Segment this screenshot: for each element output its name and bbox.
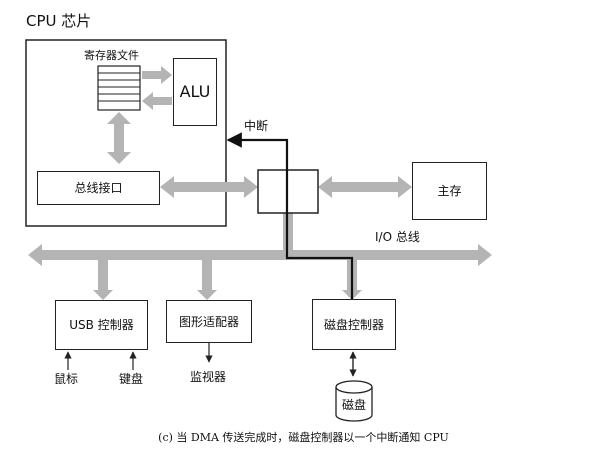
graphics-adapter-label: 图形适配器 (178, 314, 239, 329)
usb-controller-box: USB 控制器 (55, 300, 148, 350)
io-bus-label: I/O 总线 (375, 230, 420, 244)
graphics-drop-arrow (197, 258, 217, 300)
bus-interface-box: 总线接口 (37, 171, 160, 205)
usb-drop-arrow (93, 258, 113, 300)
regfile-to-alu-arrow (142, 66, 172, 84)
bus-interface-label: 总线接口 (74, 181, 123, 195)
usb-controller-label: USB 控制器 (69, 318, 134, 332)
alu-label: ALU (179, 82, 211, 101)
register-file-stack (97, 65, 141, 111)
disk-controller-box: 磁盘控制器 (312, 299, 396, 350)
alu-to-regfile-arrow (142, 92, 172, 110)
disk-cylinder (335, 380, 373, 422)
keyboard-label: 键盘 (119, 372, 144, 386)
cpu-chip-outline (25, 39, 227, 227)
system-bus-arrow (160, 176, 258, 198)
interrupt-label: 中断 (244, 119, 269, 133)
disk-label: 磁盘 (342, 398, 367, 412)
regfile-bus-interface-arrow (107, 112, 131, 164)
main-memory-box: 主存 (412, 162, 487, 220)
alu-box: ALU (173, 58, 217, 126)
mouse-label: 鼠标 (54, 372, 79, 386)
cpu-chip-label: CPU 芯片 (26, 14, 91, 29)
interrupt-signal-path (226, 132, 354, 299)
figure-caption: (c) 当 DMA 传送完成时，磁盘控制器以一个中断通知 CPU (158, 431, 449, 444)
io-bus-arrow (28, 244, 492, 266)
register-file-label: 寄存器文件 (84, 49, 139, 62)
main-memory-label: 主存 (437, 184, 462, 198)
monitor-label: 监视器 (190, 370, 227, 384)
graphics-adapter-box: 图形适配器 (166, 300, 252, 343)
disk-controller-label: 磁盘控制器 (323, 317, 384, 332)
cpu-chip-label-text: CPU 芯片 (26, 12, 92, 30)
memory-bus-arrow (318, 176, 412, 198)
